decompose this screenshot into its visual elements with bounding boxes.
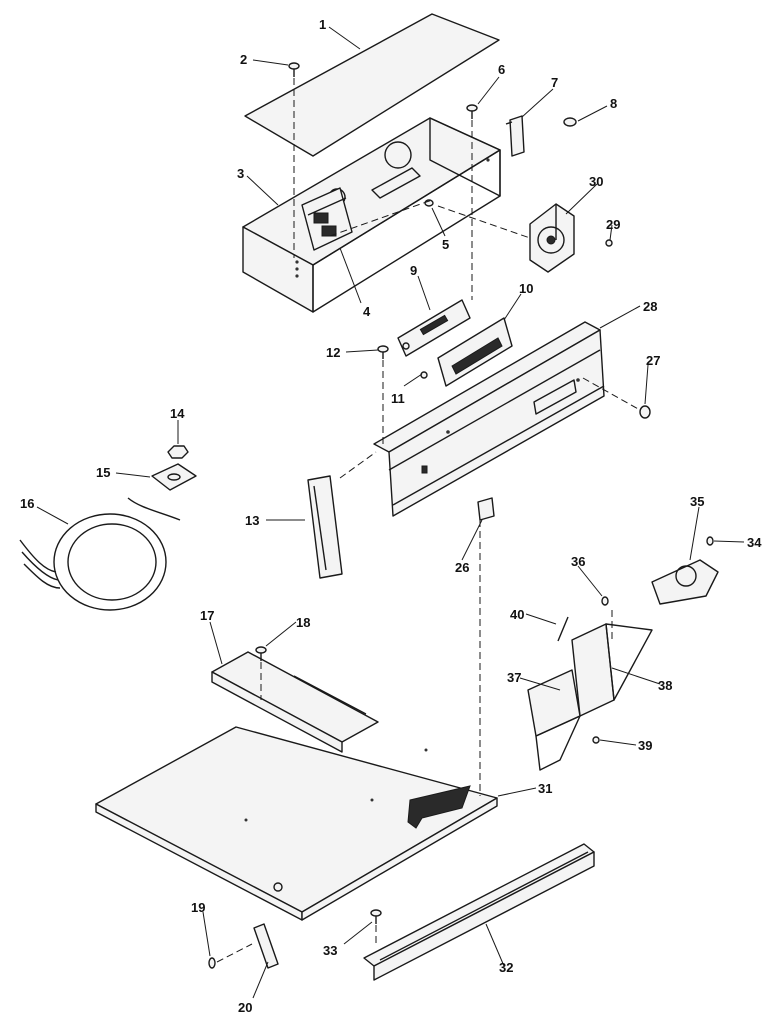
part-14-nut	[167, 445, 189, 459]
callout-5: 5	[442, 237, 449, 252]
part-20-bracket	[253, 923, 279, 969]
callout-32: 32	[499, 960, 513, 975]
callout-18: 18	[296, 615, 310, 630]
callout-28: 28	[643, 299, 657, 314]
callout-14: 14	[170, 406, 185, 421]
callout-10: 10	[519, 281, 533, 296]
alignment-lines	[216, 78, 641, 963]
part-3-control-housing	[242, 117, 501, 313]
callout-13: 13	[245, 513, 259, 528]
callout-30: 30	[589, 174, 603, 189]
callout-2: 2	[240, 52, 247, 67]
callout-15: 15	[96, 465, 110, 480]
part-13-end-cap	[307, 475, 343, 579]
part-34-screw	[706, 536, 714, 546]
callout-36: 36	[571, 554, 585, 569]
callout-38: 38	[658, 678, 672, 693]
callout-12: 12	[326, 345, 340, 360]
callout-26: 26	[455, 560, 469, 575]
part-11-screw	[420, 371, 428, 379]
part-10-display-board	[437, 317, 513, 387]
part-27-knob-plug	[639, 405, 651, 419]
callout-11: 11	[391, 391, 405, 406]
part-39-screw	[592, 736, 600, 744]
part-1-top-panel	[244, 13, 500, 157]
part-31-base-panel	[95, 726, 498, 921]
part-6-screw	[466, 104, 478, 119]
callout-37: 37	[507, 670, 521, 685]
part-17-rear-bracket	[211, 651, 379, 753]
callout-17: 17	[200, 608, 214, 623]
part-38-bracket	[571, 623, 653, 717]
part-28-control-panel	[373, 321, 605, 517]
leader-lines	[36, 26, 745, 999]
part-37-support	[527, 669, 581, 771]
callout-8: 8	[610, 96, 617, 111]
callout-16: 16	[20, 496, 34, 511]
part-7-bracket	[505, 115, 525, 157]
part-33-screw	[370, 909, 382, 924]
callout-29: 29	[606, 217, 620, 232]
part-36-screw	[601, 596, 609, 606]
callout-labels: 1 2 3 4 5 6 7 8 9 10 11 12 13 14 15 16 1…	[20, 17, 762, 1015]
part-2-screw	[288, 62, 300, 77]
part-40-clip	[557, 616, 569, 642]
part-18-screw	[255, 646, 267, 661]
callout-3: 3	[237, 166, 244, 181]
callout-6: 6	[498, 62, 505, 77]
part-8-clip	[563, 117, 577, 127]
callout-40: 40	[510, 607, 524, 622]
part-29-screw	[605, 239, 613, 247]
callout-1: 1	[319, 17, 326, 32]
part-30-fan-motor	[529, 203, 575, 273]
part-32-front-rail	[363, 843, 595, 981]
callout-39: 39	[638, 738, 652, 753]
part-19-screw	[208, 957, 216, 969]
callout-35: 35	[690, 494, 704, 509]
part-12-screw	[377, 345, 389, 359]
callout-33: 33	[323, 943, 337, 958]
part-15-plate	[151, 463, 197, 491]
part-9-control-board	[397, 299, 471, 357]
callout-34: 34	[747, 535, 762, 550]
callout-31: 31	[538, 781, 552, 796]
part-4-terminal-block	[301, 187, 353, 251]
callout-9: 9	[410, 263, 417, 278]
part-16-power-cord	[19, 497, 181, 611]
callout-4: 4	[363, 304, 371, 319]
callout-7: 7	[551, 75, 558, 90]
callout-20: 20	[238, 1000, 252, 1015]
callout-19: 19	[191, 900, 205, 915]
callout-27: 27	[646, 353, 660, 368]
part-26-switch	[477, 497, 495, 521]
part-35-thermostat	[651, 559, 719, 605]
